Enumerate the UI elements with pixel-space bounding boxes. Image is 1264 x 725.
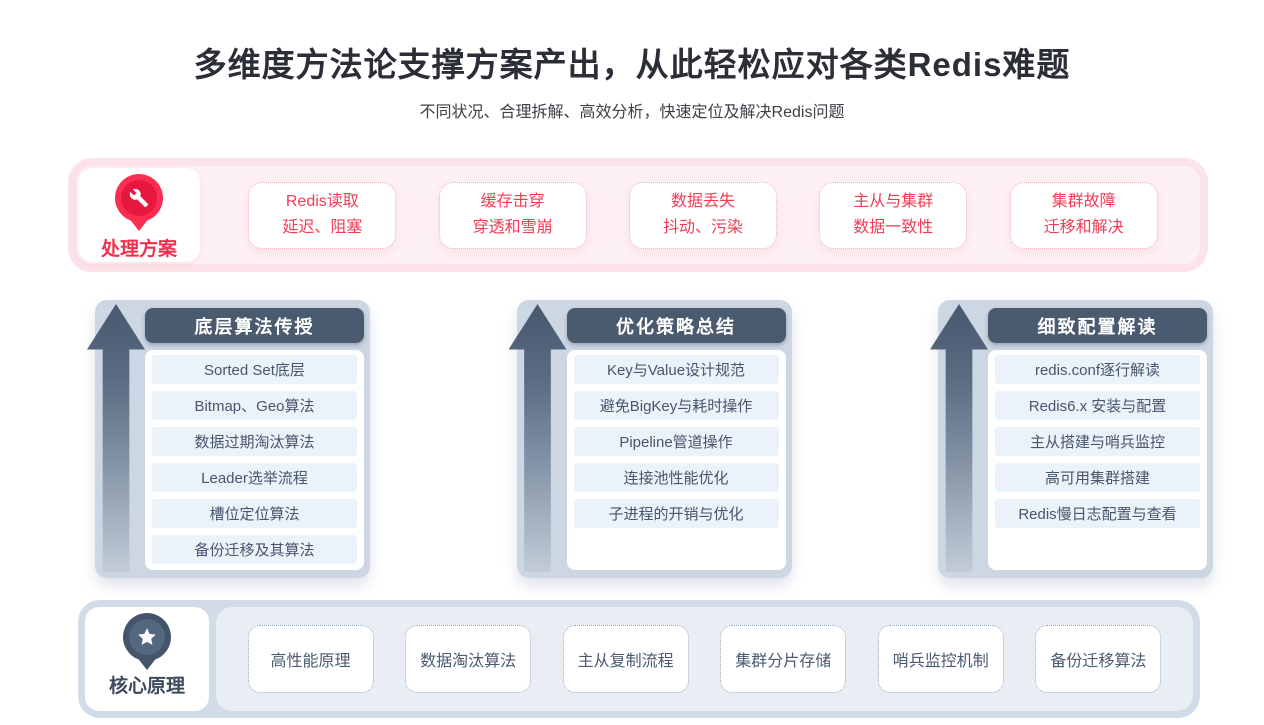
solution-card-line2: 抖动、污染 bbox=[662, 219, 743, 236]
solution-card: Redis读取 延迟、阻塞 bbox=[248, 181, 397, 249]
column-item-panel: redis.conf逐行解读 Redis6.x 安装与配置 主从搭建与哨兵监控 … bbox=[988, 350, 1207, 570]
column-item: Redis慢日志配置与查看 bbox=[995, 499, 1200, 528]
principle-card: 数据淘汰算法 bbox=[405, 625, 532, 693]
column-item: 备份迁移及其算法 bbox=[152, 535, 357, 564]
pin-circle bbox=[123, 613, 171, 661]
solution-card-line2: 延迟、阻塞 bbox=[282, 219, 363, 236]
principles-label: 核心原理 bbox=[108, 676, 185, 697]
column-item: 避免BigKey与耗时操作 bbox=[573, 391, 779, 420]
solution-card-line1: 主从与集群 bbox=[853, 193, 934, 210]
column-header: 优化策略总结 bbox=[566, 308, 786, 343]
solution-card-line1: 数据丢失 bbox=[670, 193, 735, 210]
column-item: 高可用集群搭建 bbox=[995, 463, 1200, 492]
column-item: 槽位定位算法 bbox=[152, 499, 357, 528]
solution-card-line1: Redis读取 bbox=[285, 193, 359, 210]
solutions-row: 处理方案 Redis读取 延迟、阻塞 缓存击穿 穿透和雪崩 数据丢失 抖动、污染… bbox=[68, 158, 1208, 272]
column-item: Bitmap、Geo算法 bbox=[152, 391, 357, 420]
column-item: Pipeline管道操作 bbox=[573, 427, 779, 456]
solution-card-line2: 迁移和解决 bbox=[1043, 219, 1124, 236]
solutions-label-card: 处理方案 bbox=[78, 168, 200, 262]
star-pin-icon bbox=[123, 613, 171, 671]
column-header: 细致配置解读 bbox=[988, 308, 1207, 343]
principles-row: 核心原理 高性能原理 数据淘汰算法 主从复制流程 集群分片存储 哨兵监控机制 备… bbox=[78, 600, 1200, 718]
column-item: Key与Value设计规范 bbox=[573, 355, 779, 384]
solution-card: 集群故障 迁移和解决 bbox=[1009, 181, 1158, 249]
principle-card: 备份迁移算法 bbox=[1035, 625, 1162, 693]
column-item: 连接池性能优化 bbox=[573, 463, 779, 492]
solution-card-line2: 数据一致性 bbox=[853, 219, 934, 236]
principle-card: 集群分片存储 bbox=[720, 625, 847, 693]
column-item: Sorted Set底层 bbox=[152, 355, 357, 384]
column-item: 主从搭建与哨兵监控 bbox=[995, 427, 1200, 456]
up-arrow-icon bbox=[930, 304, 988, 572]
solution-card: 缓存击穿 穿透和雪崩 bbox=[438, 181, 587, 249]
up-arrow-icon bbox=[508, 304, 567, 572]
pin-inner-circle bbox=[121, 180, 157, 216]
column-item: redis.conf逐行解读 bbox=[995, 355, 1200, 384]
method-columns: 底层算法传授 Sorted Set底层 Bitmap、Geo算法 数据过期淘汰算… bbox=[87, 300, 1213, 578]
principle-card: 主从复制流程 bbox=[562, 625, 689, 693]
pin-tip bbox=[136, 656, 158, 670]
pin-circle bbox=[115, 174, 163, 222]
solution-card: 数据丢失 抖动、污染 bbox=[628, 181, 777, 249]
solution-card-line2: 穿透和雪崩 bbox=[472, 219, 553, 236]
column-item: 子进程的开销与优化 bbox=[573, 499, 779, 528]
column-item: 数据过期淘汰算法 bbox=[152, 427, 357, 456]
solution-card-line1: 集群故障 bbox=[1051, 193, 1116, 210]
principles-label-card: 核心原理 bbox=[85, 607, 209, 711]
method-column-optimization: 优化策略总结 Key与Value设计规范 避免BigKey与耗时操作 Pipel… bbox=[508, 300, 792, 578]
solution-card-line1: 缓存击穿 bbox=[480, 193, 545, 210]
principle-card: 哨兵监控机制 bbox=[877, 625, 1004, 693]
page-title: 多维度方法论支撑方案产出，从此轻松应对各类Redis难题 bbox=[193, 46, 1071, 83]
pin-tip bbox=[128, 217, 150, 231]
column-item-panel: Sorted Set底层 Bitmap、Geo算法 数据过期淘汰算法 Leade… bbox=[145, 350, 364, 570]
method-column-configuration: 细致配置解读 redis.conf逐行解读 Redis6.x 安装与配置 主从搭… bbox=[930, 300, 1213, 578]
column-item: Leader选举流程 bbox=[152, 463, 357, 492]
column-header: 底层算法传授 bbox=[145, 308, 364, 343]
principle-cards: 高性能原理 数据淘汰算法 主从复制流程 集群分片存储 哨兵监控机制 备份迁移算法 bbox=[216, 607, 1193, 711]
solution-card: 主从与集群 数据一致性 bbox=[819, 181, 968, 249]
solution-cards: Redis读取 延迟、阻塞 缓存击穿 穿透和雪崩 数据丢失 抖动、污染 主从与集… bbox=[206, 166, 1200, 264]
page-subtitle: 不同状况、合理拆解、高效分析，快速定位及解决Redis问题 bbox=[419, 104, 845, 121]
column-item-panel: Key与Value设计规范 避免BigKey与耗时操作 Pipeline管道操作… bbox=[566, 350, 786, 570]
method-column-algorithms: 底层算法传授 Sorted Set底层 Bitmap、Geo算法 数据过期淘汰算… bbox=[87, 300, 370, 578]
column-item: Redis6.x 安装与配置 bbox=[995, 391, 1200, 420]
principle-card: 高性能原理 bbox=[247, 625, 374, 693]
solutions-label: 处理方案 bbox=[100, 239, 177, 260]
wrench-icon bbox=[129, 188, 149, 208]
up-arrow-icon bbox=[87, 304, 145, 572]
pin-inner-circle bbox=[129, 619, 165, 655]
star-icon bbox=[138, 628, 156, 645]
wrench-pin-icon bbox=[115, 174, 163, 232]
